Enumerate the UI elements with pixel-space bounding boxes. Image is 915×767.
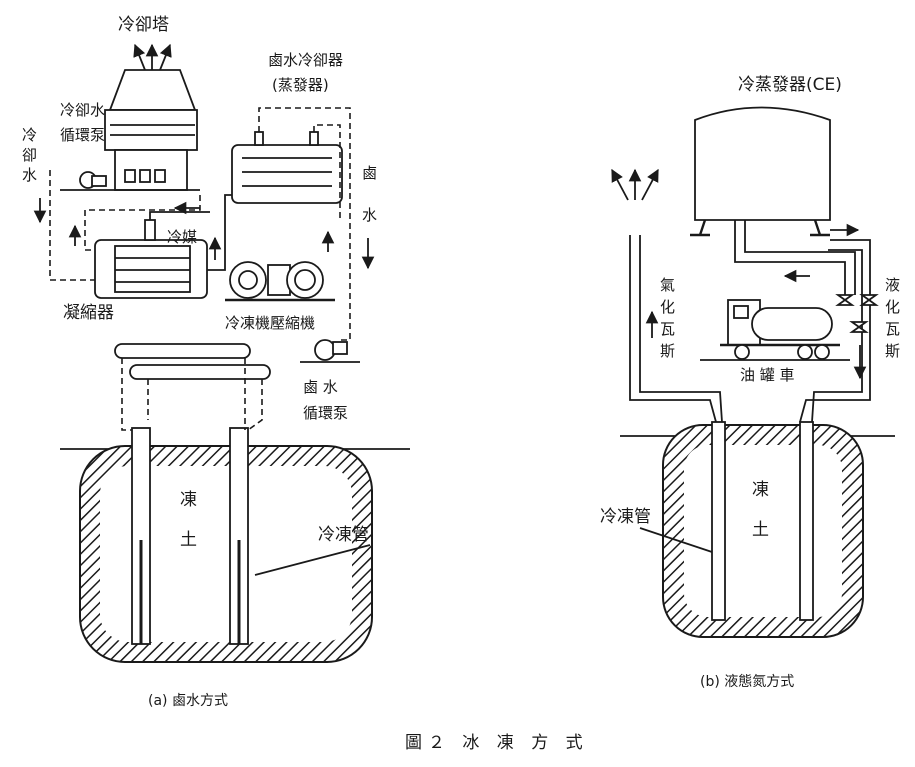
brine-pump-label-2: 循環泵 — [303, 404, 348, 422]
exhaust-arrow-right — [641, 168, 659, 201]
frozen-soil-label-b-2: 土 — [752, 520, 769, 540]
cooling-water-vertical-3: 水 — [22, 166, 37, 184]
gas-vertical-4: 斯 — [660, 342, 675, 360]
refrigerant-line — [149, 211, 210, 220]
refrigerant-label: 冷媒 — [167, 228, 197, 246]
figure-title: 圖２ 冰 凍 方 式 — [405, 733, 589, 753]
cooling-water-vertical-1: 冷 — [22, 126, 37, 144]
evaporator-label-b: 冷蒸發器(CE) — [738, 75, 842, 95]
freeze-pipe-label-b: 冷凍管 — [600, 507, 651, 527]
freeze-pipes-b — [711, 421, 814, 621]
brine-line-out — [258, 107, 351, 341]
cooling-water-line-return — [49, 170, 95, 281]
panel-a: 冷卻塔 鹵水冷卻器 (蒸發器) 冷卻水 循環泵 冷 卻 水 冷媒 凝縮器 冷凍機… — [22, 15, 410, 709]
cooling-tower-label: 冷卻塔 — [118, 15, 169, 35]
gas-vertical-3: 瓦 — [660, 320, 675, 338]
freeze-pipes-a — [131, 427, 249, 645]
compressor-label: 冷凍機壓縮機 — [225, 314, 315, 332]
gas-vertical-1: 氣 — [660, 276, 675, 294]
brine-cooler-label: 鹵水冷卻器 — [268, 51, 343, 69]
liquid-vertical-4: 斯 — [885, 342, 900, 360]
liquid-vertical-3: 瓦 — [885, 320, 900, 338]
cooling-water-pump-label-1: 冷卻水 — [60, 101, 105, 119]
frozen-soil-a — [79, 445, 373, 663]
frozen-soil-label-b-1: 凍 — [752, 480, 769, 500]
frozen-soil-label-a-1: 凍 — [180, 490, 197, 510]
caption-a: (a) 鹵水方式 — [148, 692, 228, 709]
evaporator-tank — [690, 106, 856, 295]
liquid-vertical-2: 化 — [885, 298, 900, 316]
cooling-water-pump-label-2: 循環泵 — [60, 126, 105, 144]
compressor — [225, 261, 335, 302]
gas-vertical-2: 化 — [660, 298, 675, 316]
gas-pipe-outer — [629, 235, 717, 423]
brine-pump-label-1: 鹵 水 — [303, 378, 338, 396]
gas-pipe-inner — [639, 235, 723, 423]
evaporator-label-a: (蒸發器) — [272, 76, 329, 94]
liquid-vertical-1: 液 — [885, 276, 900, 294]
brine-pump — [300, 339, 360, 363]
liquid-pipe-outer — [799, 239, 871, 423]
brine-vertical-1: 鹵 — [362, 164, 377, 182]
cooling-tower — [104, 43, 198, 191]
valves — [835, 294, 879, 333]
tanker-truck — [700, 299, 850, 361]
freeze-pipe-leader-b — [639, 527, 713, 553]
tanker-label: 油 罐 車 — [740, 366, 795, 384]
freeze-pipe-label-a: 冷凍管 — [318, 525, 369, 545]
exhaust-arrow-left — [611, 168, 629, 201]
cooling-water-vertical-2: 卻 — [22, 146, 37, 164]
brine-headers — [114, 343, 271, 431]
frozen-soil-label-a-2: 土 — [180, 530, 197, 550]
cooling-water-pump — [60, 171, 200, 191]
cooling-water-line-supply — [84, 195, 201, 251]
brine-line-in — [313, 124, 341, 220]
freeze-pipe-leader-a — [254, 544, 371, 576]
panel-b: 冷蒸發器(CE) 氣 化 瓦 斯 液 化 瓦 斯 油 罐 車 冷凍管 凍 土 (… — [600, 75, 900, 690]
condenser-label: 凝縮器 — [63, 303, 114, 323]
brine-vertical-2: 水 — [362, 206, 377, 224]
brine-cooler — [231, 131, 343, 204]
liquid-pipe-inner — [811, 249, 863, 423]
caption-b: (b) 液態氮方式 — [700, 674, 794, 690]
refrigerant-line-2 — [207, 194, 235, 271]
